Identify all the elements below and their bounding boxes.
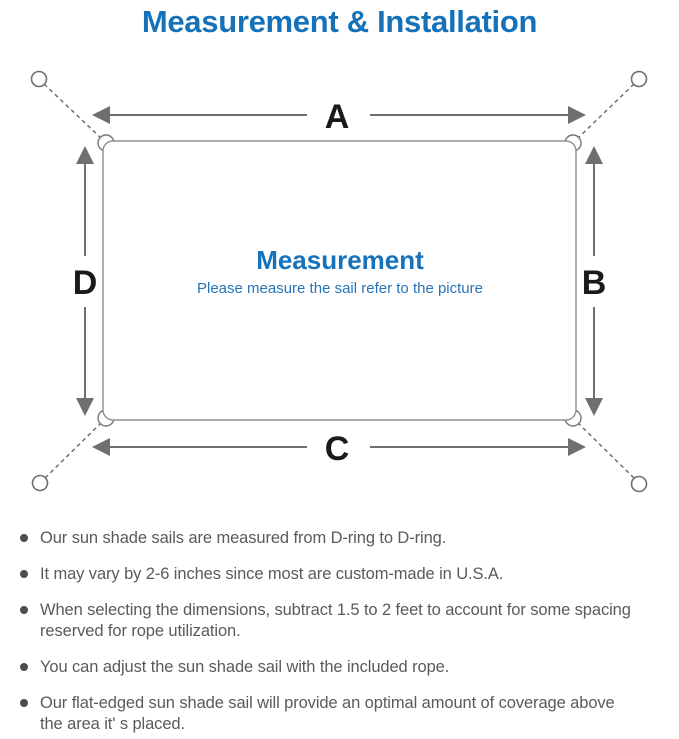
measurement-diagram: A C D B Measurement Please measure the s… (30, 70, 648, 493)
note-line: You can adjust the sun shade sail with t… (40, 658, 450, 676)
note-text: Our flat-edged sun shade sail will provi… (40, 693, 615, 735)
note-text: It may vary by 2-6 inches since most are… (40, 564, 503, 585)
note-line: When selecting the dimensions, subtract … (40, 601, 631, 619)
dimension-label-c: C (325, 430, 350, 468)
bullet-dot-icon (20, 570, 28, 578)
anchor-point-icon-bottom-right (630, 475, 648, 493)
note-item: You can adjust the sun shade sail with t… (20, 657, 671, 678)
note-item: Our flat-edged sun shade sail will provi… (20, 693, 671, 735)
rope-dashed-line-bottom-left (44, 420, 104, 479)
anchor-point-icon-bottom-left (31, 474, 49, 492)
notes-list: Our sun shade sails are measured from D-… (0, 520, 679, 735)
bullet-dot-icon (20, 663, 28, 671)
note-line: the area it' s placed. (40, 715, 185, 733)
diagram-center-title: Measurement (256, 245, 424, 275)
rope-dashed-line-bottom-right (575, 420, 635, 479)
diagram-center-subtitle: Please measure the sail refer to the pic… (197, 280, 483, 297)
note-item: When selecting the dimensions, subtract … (20, 600, 671, 642)
note-line: It may vary by 2-6 inches since most are… (40, 565, 504, 583)
dimension-label-b: B (582, 264, 607, 302)
dimension-label-d: D (73, 264, 98, 302)
note-text: When selecting the dimensions, subtract … (40, 600, 631, 642)
bullet-dot-icon (20, 699, 28, 707)
dimension-label-a: A (325, 98, 350, 136)
rope-dashed-line-top-right (575, 83, 635, 141)
page-title: Measurement & Installation (141, 4, 538, 39)
sail-outline (102, 140, 577, 421)
anchor-point-icon-top-right (630, 70, 648, 88)
note-line: Our flat-edged sun shade sail will provi… (40, 694, 615, 712)
note-line: Our sun shade sails are measured from D-… (40, 529, 447, 547)
rope-dashed-line-top-left (43, 83, 104, 141)
note-text: Our sun shade sails are measured from D-… (40, 528, 446, 549)
anchor-point-icon-top-left (30, 70, 48, 88)
bullet-dot-icon (20, 534, 28, 542)
note-item: It may vary by 2-6 inches since most are… (20, 564, 671, 585)
note-item: Our sun shade sails are measured from D-… (20, 528, 671, 549)
note-line: reserved for rope utilization. (40, 622, 241, 640)
bullet-dot-icon (20, 606, 28, 614)
note-text: You can adjust the sun shade sail with t… (40, 657, 449, 678)
